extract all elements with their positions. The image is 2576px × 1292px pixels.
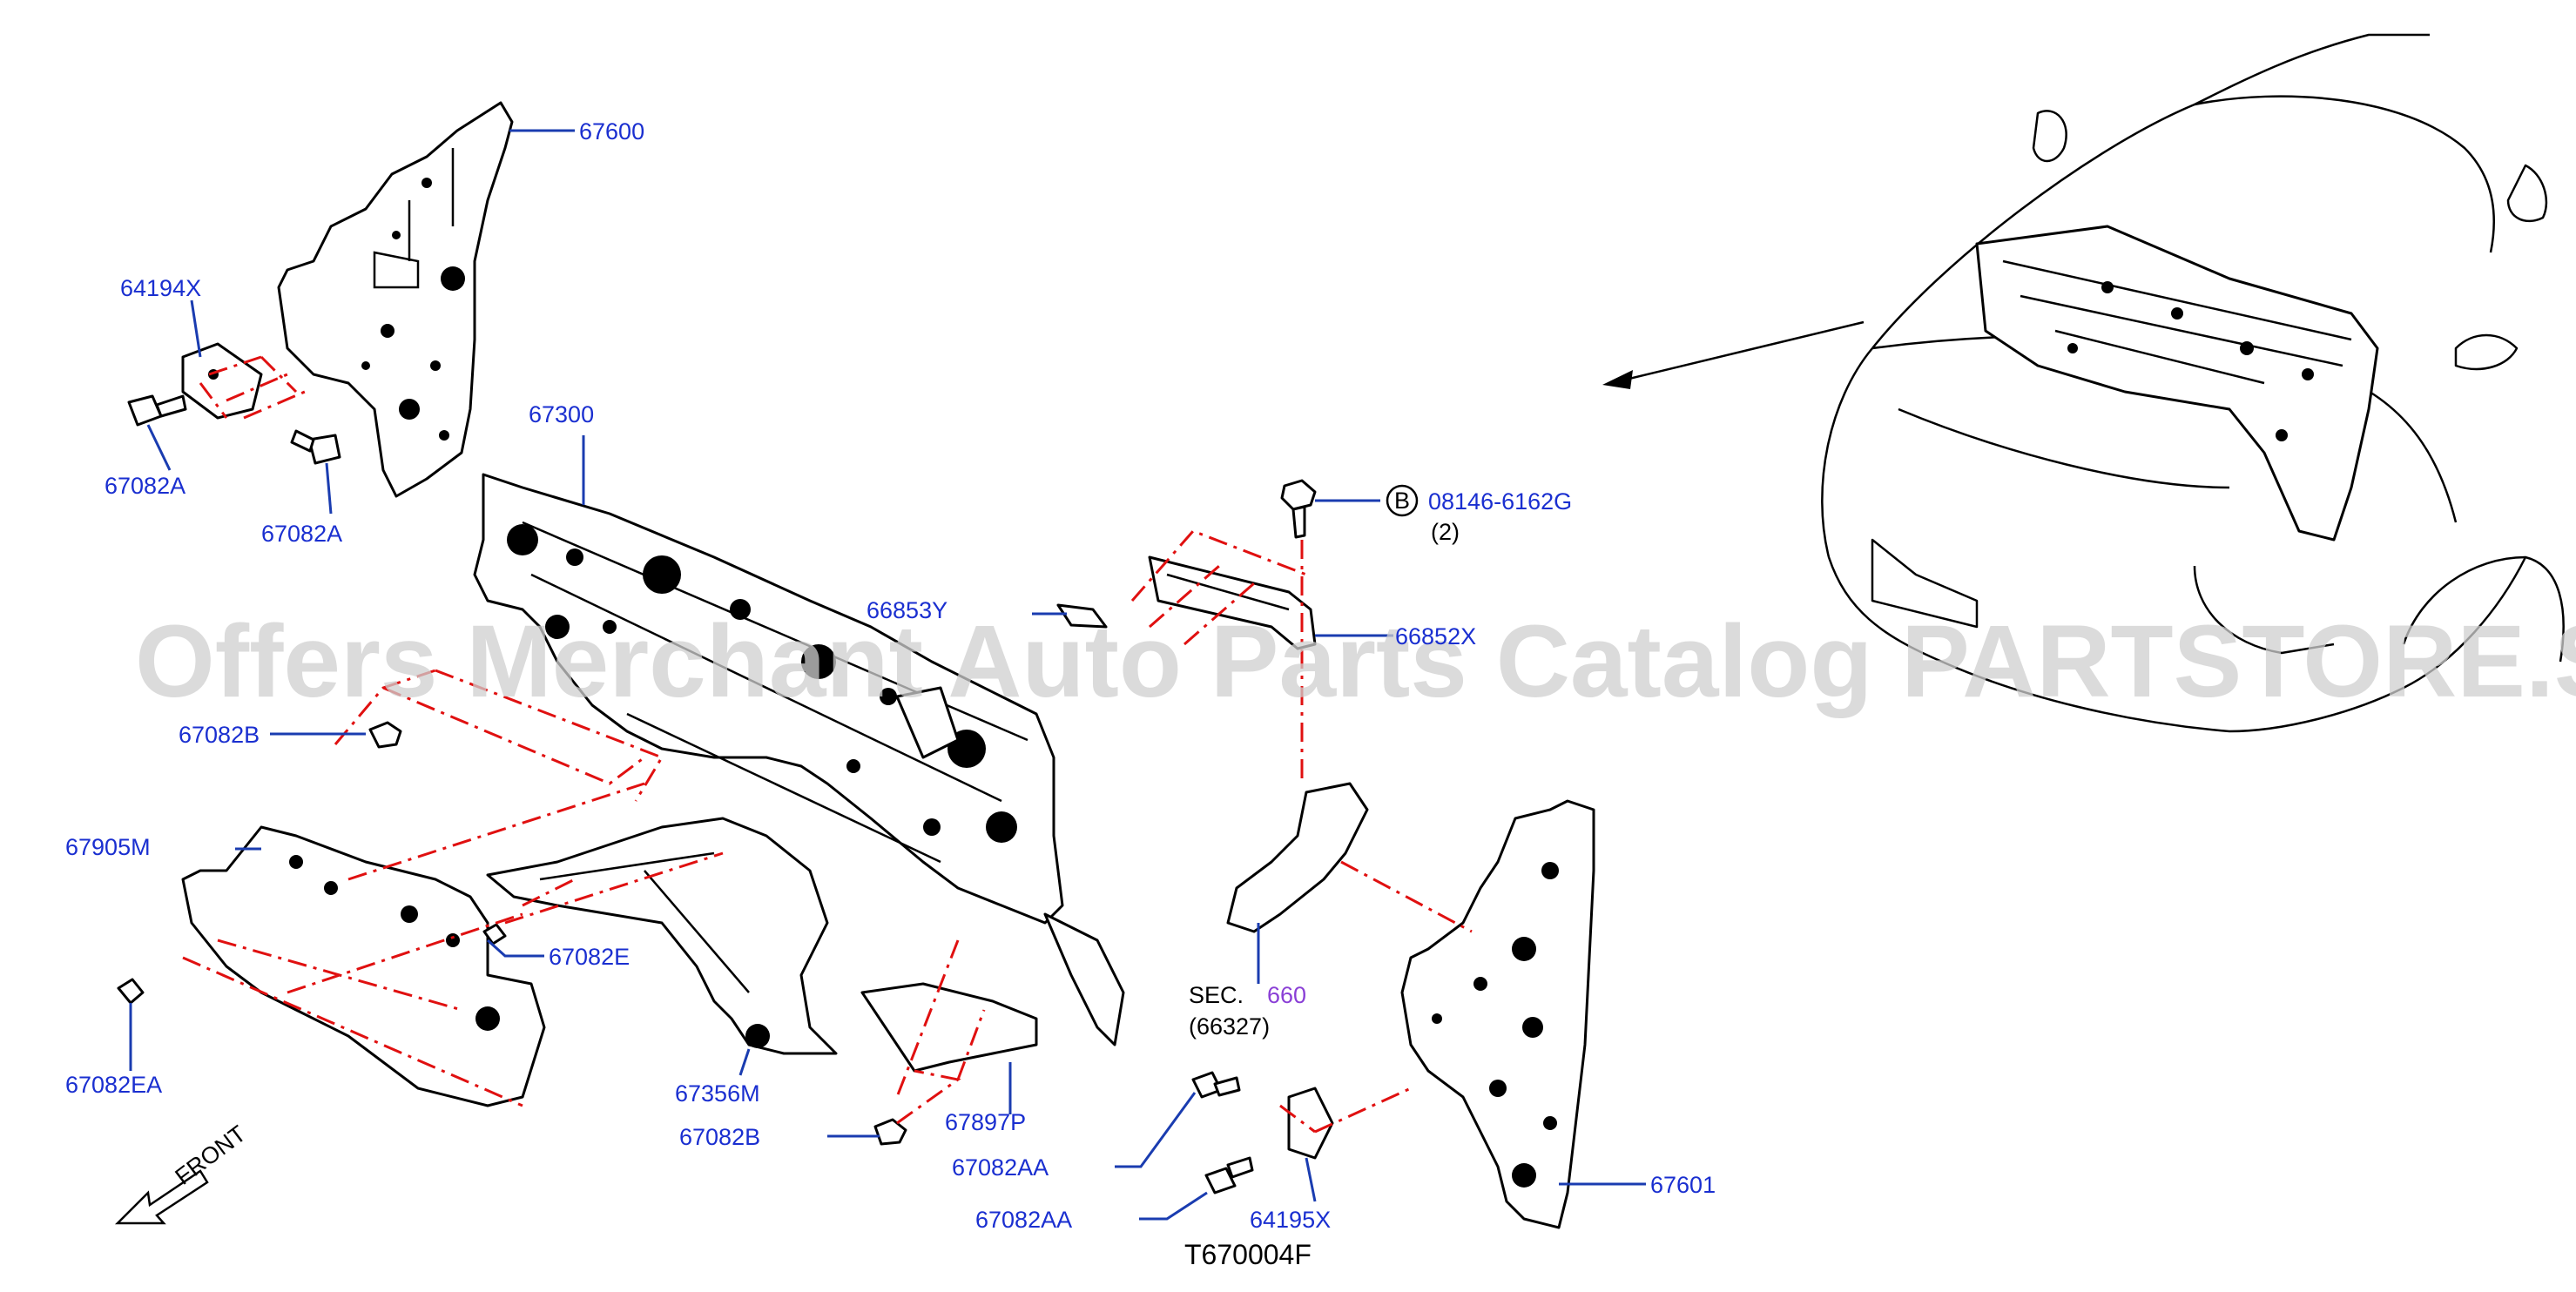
label-67082b-1[interactable]: 67082B — [179, 722, 260, 748]
callout-qty: (2) — [1431, 519, 1460, 545]
bracket-64194x — [181, 342, 263, 420]
label-67300[interactable]: 67300 — [529, 401, 594, 427]
dash-panel-67300 — [473, 473, 1125, 1046]
nut-67082b-1 — [368, 721, 402, 749]
label-67082ea[interactable]: 67082EA — [65, 1072, 162, 1098]
label-67082a-2[interactable]: 67082A — [261, 521, 342, 547]
bolt-67082aa-1 — [1191, 1071, 1241, 1099]
label-64195x[interactable]: 64195X — [1250, 1207, 1331, 1233]
label-67082b-2[interactable]: 67082B — [679, 1124, 760, 1150]
label-67897p[interactable]: 67897P — [945, 1109, 1026, 1135]
left-side-panel-67600 — [277, 101, 514, 498]
label-67905m[interactable]: 67905M — [65, 834, 151, 860]
assembly-lines — [182, 355, 1473, 1134]
label-67601[interactable]: 67601 — [1650, 1172, 1716, 1198]
diagram-code: T670004F — [1184, 1239, 1312, 1270]
bolt-callout[interactable]: B 08146-6162G (2) — [1386, 484, 1572, 545]
label-64194x[interactable]: 64194X — [120, 275, 201, 301]
callout-marker-letter: B — [1394, 488, 1410, 514]
insulator-67356m — [486, 817, 838, 1055]
reinforcement-sec-660 — [1226, 782, 1369, 933]
label-67600[interactable]: 67600 — [579, 118, 644, 145]
label-67082a-1[interactable]: 67082A — [105, 473, 185, 499]
label-67082e[interactable]: 67082E — [549, 944, 630, 970]
section-ref-number[interactable]: 660 — [1267, 982, 1306, 1008]
bracket-64195x — [1287, 1087, 1334, 1160]
front-label: FRONT — [171, 1120, 251, 1190]
front-direction-indicator: FRONT — [114, 1120, 251, 1225]
callout-marker-circle — [1386, 484, 1419, 517]
bolt-67082a-1 — [127, 394, 187, 427]
label-66853y[interactable]: 66853Y — [867, 597, 947, 623]
leader-lines — [129, 129, 1646, 1221]
bolt-67082aa-2 — [1204, 1156, 1254, 1194]
label-67082aa-2[interactable]: 67082AA — [975, 1207, 1072, 1233]
bolt-67082a-2 — [290, 429, 341, 465]
clip-67082e — [482, 923, 507, 945]
vehicle-overview-illustration — [1602, 33, 2565, 733]
label-66852x[interactable]: 66852X — [1395, 623, 1476, 649]
nut-67082b-2 — [873, 1118, 907, 1146]
clip-67082ea — [117, 978, 145, 1005]
right-side-panel-67601 — [1400, 799, 1595, 1229]
label-67082aa-1[interactable]: 67082AA — [952, 1154, 1049, 1181]
front-arrow-icon — [114, 1169, 209, 1225]
label-08146-6162g[interactable]: 08146-6162G — [1428, 488, 1572, 515]
section-reference[interactable]: SEC. 660 (66327) — [1189, 982, 1306, 1040]
strip-66853y — [1056, 603, 1108, 629]
watermark-text: Offers Merchant Auto Parts Catalog PARTS… — [135, 604, 2576, 719]
insulator-67897p — [860, 982, 1038, 1073]
bolt-08146-6162g — [1280, 479, 1317, 539]
label-67356m[interactable]: 67356M — [675, 1080, 760, 1107]
section-ref-prefix: SEC. — [1189, 982, 1244, 1008]
section-ref-sub: (66327) — [1189, 1013, 1270, 1040]
